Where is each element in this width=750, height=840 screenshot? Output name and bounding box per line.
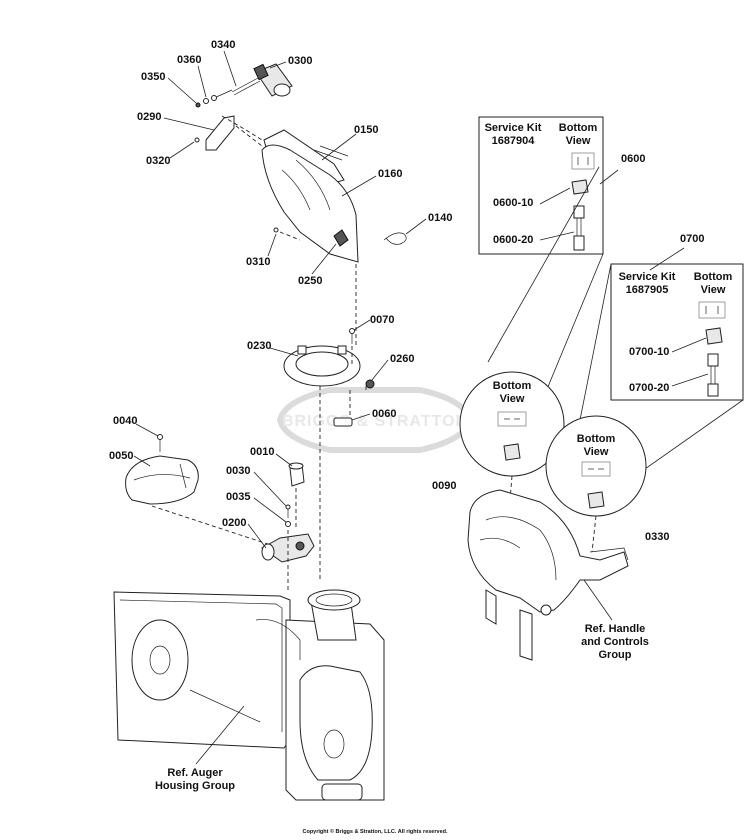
ref-handle-line1: Ref. Handle bbox=[584, 623, 646, 635]
label-0150: 0150 bbox=[354, 124, 379, 136]
part-0230-ring-gear bbox=[283, 345, 361, 387]
ref-handle-line2: and Controls bbox=[581, 636, 649, 648]
part-0700-20-harness bbox=[707, 353, 719, 397]
kit-0700-bottom-view-line1: Bottom bbox=[693, 271, 733, 283]
part-0060-spacer bbox=[333, 417, 353, 427]
label-0200: 0200 bbox=[222, 517, 247, 529]
label-0050: 0050 bbox=[109, 450, 134, 462]
callout-0330-bottom-view-icon bbox=[581, 461, 611, 477]
kit-0600-bottom-view-line1: Bottom bbox=[558, 122, 598, 134]
part-0090-switch bbox=[503, 443, 521, 461]
label-0030: 0030 bbox=[226, 465, 251, 477]
label-0350: 0350 bbox=[141, 71, 166, 83]
ref-handle-controls-group: Ref. Handle and Controls Group bbox=[570, 623, 660, 662]
label-0040: 0040 bbox=[113, 415, 138, 427]
label-0250: 0250 bbox=[298, 275, 323, 287]
part-0310-screw bbox=[273, 227, 279, 233]
part-0035-washer bbox=[285, 521, 291, 527]
label-0340: 0340 bbox=[211, 39, 236, 51]
handle-controls-reference bbox=[467, 489, 629, 661]
part-0050-cover bbox=[125, 455, 199, 505]
callout-0090-line2: View bbox=[499, 393, 525, 405]
part-0140-spring-clip bbox=[383, 232, 407, 245]
kit-0600-bottom-view-icon bbox=[571, 152, 595, 170]
label-0700-20: 0700-20 bbox=[629, 382, 670, 394]
kit-0700-title: Service Kit 1687905 bbox=[614, 271, 680, 297]
part-0290-bracket bbox=[205, 115, 235, 151]
callout-0330-line1: Bottom bbox=[576, 433, 616, 445]
label-0070: 0070 bbox=[370, 314, 395, 326]
part-0260-nut bbox=[365, 379, 375, 389]
label-0160: 0160 bbox=[378, 168, 403, 180]
part-0600-20-harness bbox=[573, 205, 585, 251]
callout-0330-line2: View bbox=[583, 446, 609, 458]
part-0070-screw bbox=[349, 328, 355, 344]
label-0600-20: 0600-20 bbox=[493, 234, 534, 246]
kit-0700-title-line1: Service Kit bbox=[618, 271, 676, 283]
kit-0700-number: 1687905 bbox=[625, 284, 669, 296]
label-0330: 0330 bbox=[645, 531, 670, 543]
part-0340-screw bbox=[211, 89, 233, 101]
ref-auger-line2: Housing Group bbox=[154, 780, 236, 792]
label-0320: 0320 bbox=[146, 155, 171, 167]
briggs-stratton-watermark: BRIGGS & STRATTON bbox=[276, 387, 474, 453]
label-0600-10: 0600-10 bbox=[493, 197, 534, 209]
part-0010-knob bbox=[288, 462, 305, 487]
part-0360-washer bbox=[203, 98, 209, 104]
label-0260: 0260 bbox=[390, 353, 415, 365]
label-0700-10: 0700-10 bbox=[629, 346, 670, 358]
label-0230: 0230 bbox=[247, 340, 272, 352]
ref-handle-line3: Group bbox=[598, 649, 632, 661]
kit-0600-bottom-view-caption: Bottom View bbox=[554, 122, 602, 148]
part-0300-motor bbox=[231, 63, 293, 97]
svg-text:BRIGGS & STRATTON: BRIGGS & STRATTON bbox=[282, 413, 468, 430]
kit-0700-bottom-view-icon bbox=[698, 301, 726, 319]
callout-0090-caption: Bottom View bbox=[484, 380, 540, 406]
kit-0600-number: 1687904 bbox=[491, 135, 535, 147]
ref-auger-line1: Ref. Auger bbox=[167, 767, 223, 779]
ref-auger-housing-group: Ref. Auger Housing Group bbox=[140, 767, 250, 793]
part-0160-chute-deflector bbox=[261, 144, 359, 263]
auger-housing-reference bbox=[113, 589, 385, 801]
kit-0700-bottom-view-line2: View bbox=[700, 284, 726, 296]
part-0330-switch bbox=[587, 491, 605, 509]
kit-0600-bottom-view-line2: View bbox=[565, 135, 591, 147]
part-0030-screw bbox=[285, 504, 291, 518]
part-0600-10-switch bbox=[571, 179, 589, 195]
label-0310: 0310 bbox=[246, 256, 271, 268]
kit-0700-bottom-view-caption: Bottom View bbox=[688, 271, 738, 297]
label-0035: 0035 bbox=[226, 491, 251, 503]
label-0140: 0140 bbox=[428, 212, 453, 224]
part-0700-10-switch bbox=[705, 327, 723, 345]
label-0600: 0600 bbox=[621, 153, 646, 165]
label-0300: 0300 bbox=[288, 55, 313, 67]
label-0060: 0060 bbox=[372, 408, 397, 420]
kit-0600-title-line1: Service Kit bbox=[484, 122, 542, 134]
kit-0600-title: Service Kit 1687904 bbox=[482, 122, 544, 148]
label-0290: 0290 bbox=[137, 111, 162, 123]
callout-0330-caption: Bottom View bbox=[568, 433, 624, 459]
label-0010: 0010 bbox=[250, 446, 275, 458]
part-0320-screw bbox=[194, 137, 200, 143]
copyright-notice: Copyright © Briggs & Stratton, LLC. All … bbox=[302, 829, 448, 835]
label-0700: 0700 bbox=[680, 233, 705, 245]
callout-0090-bottom-view-icon bbox=[497, 411, 527, 427]
callout-0090-line1: Bottom bbox=[492, 380, 532, 392]
label-0090: 0090 bbox=[432, 480, 457, 492]
part-0040-screw bbox=[157, 434, 163, 452]
part-0350-nut bbox=[195, 102, 201, 108]
label-0360: 0360 bbox=[177, 54, 202, 66]
